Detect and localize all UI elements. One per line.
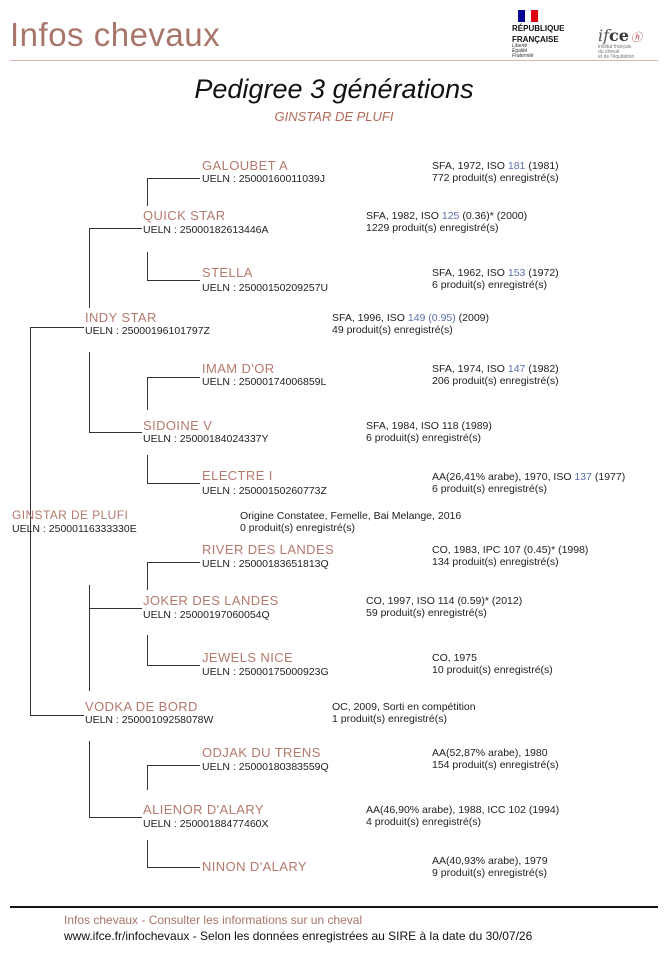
horse-info-stella: SFA, 1962, ISO 153 (1972) 6 produit(s) e… (432, 267, 559, 291)
tree-line (89, 741, 90, 817)
horse-name-vodka[interactable]: VODKA DE BORD (85, 699, 198, 714)
tree-line (147, 635, 148, 665)
tree-line (147, 178, 148, 206)
tree-line (30, 715, 84, 716)
tree-line (147, 765, 200, 766)
horse-info-jewels: CO, 1975 10 produit(s) enregistré(s) (432, 652, 553, 676)
horse-ueln-stella: UELN : 25000150209257U (202, 282, 329, 294)
rf-motto-1: Liberté (512, 43, 528, 49)
horse-info-alienor: AA(46,90% arabe), 1988, ICC 102 (1994) 4… (366, 804, 560, 828)
footer-link[interactable]: www.ifce.fr/infochevaux - Selon les donn… (64, 929, 533, 943)
rf-text-2: FRANÇAISE (512, 35, 559, 44)
horse-name-jewels[interactable]: JEWELS NICE (202, 650, 294, 665)
horse-ueln-river: UELN : 25000183651813Q (202, 558, 329, 570)
horse-name-river[interactable]: RIVER DES LANDES (202, 542, 335, 557)
tree-line (147, 483, 200, 484)
tree-line (147, 840, 148, 867)
tree-line (147, 562, 200, 563)
tree-line (89, 352, 90, 432)
tree-line (147, 867, 200, 868)
ifce-sub-1: institut français (598, 44, 632, 50)
horse-info-vodka: OC, 2009, Sorti en compétition 1 produit… (332, 701, 476, 725)
horse-name-electre[interactable]: ELECTRE I (202, 468, 273, 483)
horse-ueln-odjak: UELN : 25000180383559Q (202, 761, 329, 773)
horse-info-galoubet: SFA, 1972, ISO 181 (1981) 772 produit(s)… (432, 160, 559, 184)
horse-ueln-quick-star: UELN : 25000182613446A (143, 224, 269, 236)
horse-name-stella[interactable]: STELLA (202, 265, 253, 280)
horse-ueln-imam-dor: UELN : 25000174006859L (202, 376, 327, 388)
tree-line (147, 252, 148, 280)
horse-name-sidoine[interactable]: SIDOINE V (143, 418, 213, 433)
horse-info-ninon: AA(40,93% arabe), 1979 9 produit(s) enre… (432, 855, 548, 879)
ifce-mark-1: if (598, 26, 610, 45)
footer-caption: Infos chevaux - Consulter les informatio… (64, 913, 363, 927)
rf-motto-2: Égalité (512, 48, 528, 54)
tree-line (89, 432, 142, 433)
ifce-mark-2: ce (609, 26, 629, 45)
brand-title: Infos chevaux (10, 16, 221, 53)
horse-name-quick-star[interactable]: QUICK STAR (143, 208, 226, 223)
horse-name-ninon[interactable]: NINON D'ALARY (202, 859, 307, 874)
horse-info-sidoine: SFA, 1984, ISO 118 (1989) 6 produit(s) e… (366, 420, 492, 444)
horse-ueln-jewels: UELN : 25000175000923G (202, 666, 329, 678)
horse-info-river: CO, 1983, IPC 107 (0.45)* (1998) 134 pro… (432, 544, 589, 568)
tree-line (30, 327, 84, 328)
french-flag-icon (518, 10, 539, 22)
tree-line (30, 327, 31, 715)
horse-name-ginstar: GINSTAR DE PLUFI (12, 508, 129, 522)
tree-line (147, 377, 200, 378)
header-divider (10, 60, 658, 61)
tree-line (89, 228, 90, 308)
rf-text-1: RÉPUBLIQUE (512, 24, 565, 33)
horse-name-alienor[interactable]: ALIENOR D'ALARY (143, 802, 264, 817)
republique-francaise-logo: RÉPUBLIQUE FRANÇAISE Liberté Égalité Fra… (512, 10, 582, 59)
horse-ueln-alienor: UELN : 25000188477460X (143, 818, 269, 830)
horse-ueln-electre: UELN : 25000150260773Z (202, 485, 327, 497)
horse-seal-icon: ⓗ (630, 31, 642, 44)
tree-line (147, 665, 200, 666)
horse-name-galoubet[interactable]: GALOUBET A (202, 158, 289, 173)
tree-line (89, 817, 142, 818)
page-title: Pedigree 3 générations (194, 74, 474, 104)
tree-line (147, 178, 200, 179)
horse-info-quick-star: SFA, 1982, ISO 125 (0.36)* (2000) 1229 p… (366, 210, 528, 234)
horse-ueln-sidoine: UELN : 25000184024337Y (143, 433, 269, 445)
tree-line (147, 455, 148, 483)
horse-ueln-joker: UELN : 25000197060054Q (143, 609, 270, 621)
horse-info-ginstar: Origine Constatee, Femelle, Bai Melange,… (240, 510, 462, 534)
horse-name-joker[interactable]: JOKER DES LANDES (143, 593, 279, 608)
horse-name-indy-star[interactable]: INDY STAR (85, 310, 157, 325)
horse-info-odjak: AA(52,87% arabe), 1980 154 produit(s) en… (432, 747, 559, 771)
tree-line (147, 562, 148, 590)
horse-ueln-galoubet: UELN : 25000160011039J (202, 173, 325, 185)
horse-info-joker: CO, 1997, ISO 114 (0.59)* (2012) 59 prod… (366, 595, 523, 619)
horse-name-imam-dor[interactable]: IMAM D'OR (202, 361, 275, 376)
ifce-sub-2: du cheval (598, 49, 620, 55)
ifce-sub-3: et de l'équitation (598, 54, 635, 60)
horse-ueln-indy-star: UELN : 25000196101797Z (85, 325, 210, 337)
page-subject: GINSTAR DE PLUFI (274, 109, 394, 124)
footer-divider (10, 906, 658, 908)
rf-motto-3: Fraternité (512, 53, 534, 59)
tree-line (147, 280, 200, 281)
tree-line (89, 585, 90, 691)
horse-ueln-ginstar: UELN : 25000116333330E (12, 523, 137, 535)
tree-line (89, 228, 142, 229)
horse-ueln-vodka: UELN : 25000109258078W (85, 714, 214, 726)
horse-info-imam-dor: SFA, 1974, ISO 147 (1982) 206 produit(s)… (432, 363, 559, 387)
tree-line (147, 377, 148, 410)
horse-info-indy-star: SFA, 1996, ISO 149 (0.95) (2009) 49 prod… (332, 312, 490, 336)
tree-line (147, 765, 148, 790)
horse-name-odjak[interactable]: ODJAK DU TRENS (202, 745, 321, 760)
tree-line (89, 608, 142, 609)
horse-info-electre: AA(26,41% arabe), 1970, ISO 137 (1977) 6… (432, 471, 626, 495)
